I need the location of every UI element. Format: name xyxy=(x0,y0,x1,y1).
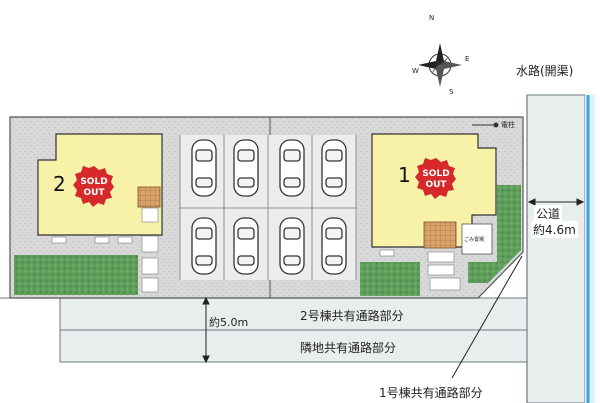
badge-2-line1: SOLD xyxy=(80,177,107,187)
entrance-tile-1 xyxy=(423,221,457,249)
waterway xyxy=(585,95,595,403)
building-1-number: 1 xyxy=(398,163,411,187)
sold-out-badge-1 xyxy=(415,158,456,199)
car-6 xyxy=(233,217,259,275)
garden-area-1a xyxy=(360,262,420,296)
shared-path-neighbor-label: 隣地共有通路部分 xyxy=(300,341,397,355)
road-label: 公道 xyxy=(534,205,563,222)
compass-e: E xyxy=(465,55,470,63)
compass-rose-icon xyxy=(418,43,462,87)
public-road xyxy=(526,94,586,403)
car-5 xyxy=(191,217,217,275)
shared-path-2-label: 2号棟共有通路部分 xyxy=(300,309,404,323)
width-5m-label: 約5.0m xyxy=(209,316,249,329)
shared-path-1-label: 1号棟共有通路部分 xyxy=(379,386,483,400)
car-4 xyxy=(321,139,347,197)
building-2-number: 2 xyxy=(53,172,66,196)
sold-out-badge-2 xyxy=(73,166,114,207)
compass-n: N xyxy=(429,14,435,22)
utility-pole-icon xyxy=(493,122,499,128)
trash-area-label: ごみ置場 xyxy=(464,237,485,243)
waterway-label: 水路(開渠) xyxy=(516,64,574,78)
car-3 xyxy=(279,139,305,197)
compass-s: S xyxy=(449,88,454,96)
car-1 xyxy=(191,139,217,197)
garden-area-2 xyxy=(14,255,138,295)
garden-area-1b xyxy=(468,185,521,283)
car-7 xyxy=(279,217,305,275)
car-2 xyxy=(233,139,259,197)
utility-pole-label: 電柱 xyxy=(501,121,515,129)
road-width-label: 約4.6m xyxy=(531,221,578,238)
car-8 xyxy=(321,217,347,275)
trash-area xyxy=(461,223,493,255)
compass-w: W xyxy=(412,67,419,75)
entrance-tile-2 xyxy=(137,186,161,208)
badge-1-line2: OUT xyxy=(425,180,447,190)
badge-1-line1: SOLD xyxy=(422,169,449,179)
badge-2-line2: OUT xyxy=(83,188,105,198)
